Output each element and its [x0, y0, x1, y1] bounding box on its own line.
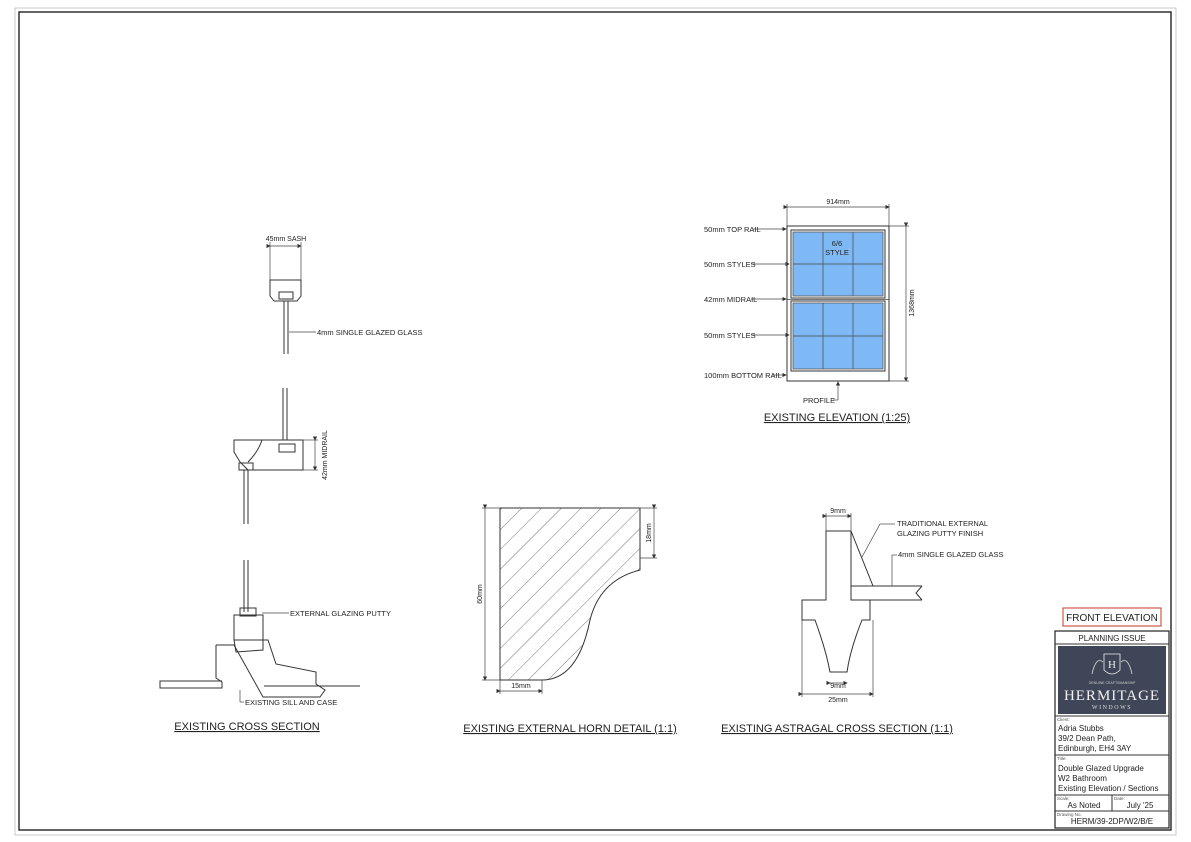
astragal-neck-dim: 9mm — [830, 683, 846, 690]
client-label: Client: — [1057, 717, 1070, 722]
client-address-1: 39/2 Dean Path, — [1058, 734, 1116, 743]
styles-label-lower: 50mm STYLES — [704, 331, 756, 340]
glass-label: 4mm SINGLE GLAZED GLASS — [317, 328, 422, 337]
sash-dim: 45mm SASH — [266, 236, 306, 243]
horn-right-dim: 18mm — [646, 523, 653, 543]
astragal-putty-label-1: TRADITIONAL EXTERNAL — [897, 519, 988, 528]
outer-frame — [14, 7, 1177, 836]
planning-issue: PLANNING ISSUE — [1078, 634, 1145, 643]
sill-label: EXISTING SILL AND CASE — [245, 698, 337, 707]
astragal-top-dim: 9mm — [830, 508, 846, 515]
astragal-bottom-dim: 25mm — [828, 697, 848, 704]
style-label-1: 6/6 — [832, 239, 842, 248]
elevation-width-dim: 914mm — [826, 199, 850, 206]
scale-value: As Noted — [1068, 801, 1101, 810]
elevation-height-dim: 1368mm — [909, 289, 916, 316]
scale-label: Scale: — [1057, 796, 1070, 801]
horn-detail-title: EXISTING EXTERNAL HORN DETAIL (1:1) — [463, 723, 677, 735]
horn-height-dim: 60mm — [477, 584, 484, 604]
hermitage-logo — [1058, 646, 1166, 714]
cross-section-view: 45mm SASH 4mm SINGLE GLAZED GLASS 42mm M… — [159, 236, 422, 733]
drawing-no-label: Drawing No. — [1057, 812, 1082, 817]
astragal-glass-label: 4mm SINGLE GLAZED GLASS — [898, 550, 1003, 559]
astragal-view: 9mm 9mm 25mm TRADITIONAL EXTERNAL GLAZIN… — [721, 508, 1003, 735]
drawing-border — [18, 11, 1172, 831]
profile-label: PROFILE — [803, 396, 835, 405]
cross-section-title: EXISTING CROSS SECTION — [174, 721, 320, 733]
logo-tagline: GENUINE CRAFTSMANSHIP — [1089, 681, 1137, 685]
title-line-3: Existing Elevation / Sections — [1058, 784, 1159, 793]
logo-name: HERMITAGE — [1064, 688, 1160, 704]
top-rail-label: 50mm TOP RAIL — [704, 225, 761, 234]
astragal-putty-label-2: GLAZING PUTTY FINISH — [897, 529, 983, 538]
svg-text:H: H — [1108, 659, 1116, 671]
style-label-2: STYLE — [825, 248, 849, 257]
elevation-title: EXISTING ELEVATION (1:25) — [764, 412, 910, 424]
client-name: Adria Stubbs — [1058, 724, 1104, 733]
title-block: FRONT ELEVATION PLANNING ISSUE H GENUINE… — [1054, 607, 1170, 829]
date-value: July '25 — [1127, 801, 1154, 810]
putty-label: EXTERNAL GLAZING PUTTY — [290, 609, 391, 618]
horn-bottom-dim: 15mm — [511, 683, 531, 690]
horn-detail-view: 60mm 18mm 15mm EXISTING EXTERNAL HORN DE… — [463, 504, 677, 735]
title-line-1: Double Glazed Upgrade — [1058, 764, 1144, 773]
title-label: Title: — [1057, 756, 1067, 761]
styles-label-upper: 50mm STYLES — [704, 260, 756, 269]
drawing-number: HERM/39-2DP/W2/B/E — [1071, 817, 1153, 826]
midrail-dim: 42mm MIDRAIL — [322, 430, 329, 480]
crest-icon: H — [1091, 653, 1133, 675]
astragal-title: EXISTING ASTRAGAL CROSS SECTION (1:1) — [721, 723, 953, 735]
title-line-2: W2 Bathroom — [1058, 774, 1107, 783]
date-label: Date: — [1114, 796, 1125, 801]
elevation-view: 914mm 1368mm 6/6 STYLE 50mm TOP RAIL 50m… — [704, 199, 916, 424]
logo-sub: WINDOWS — [1092, 705, 1132, 711]
front-elevation-tag: FRONT ELEVATION — [1066, 613, 1158, 624]
midrail-label: 42mm MIDRAIL — [704, 295, 757, 304]
bottom-rail-label: 100mm BOTTOM RAIL — [704, 371, 782, 380]
client-address-2: Edinburgh, EH4 3AY — [1058, 744, 1132, 753]
